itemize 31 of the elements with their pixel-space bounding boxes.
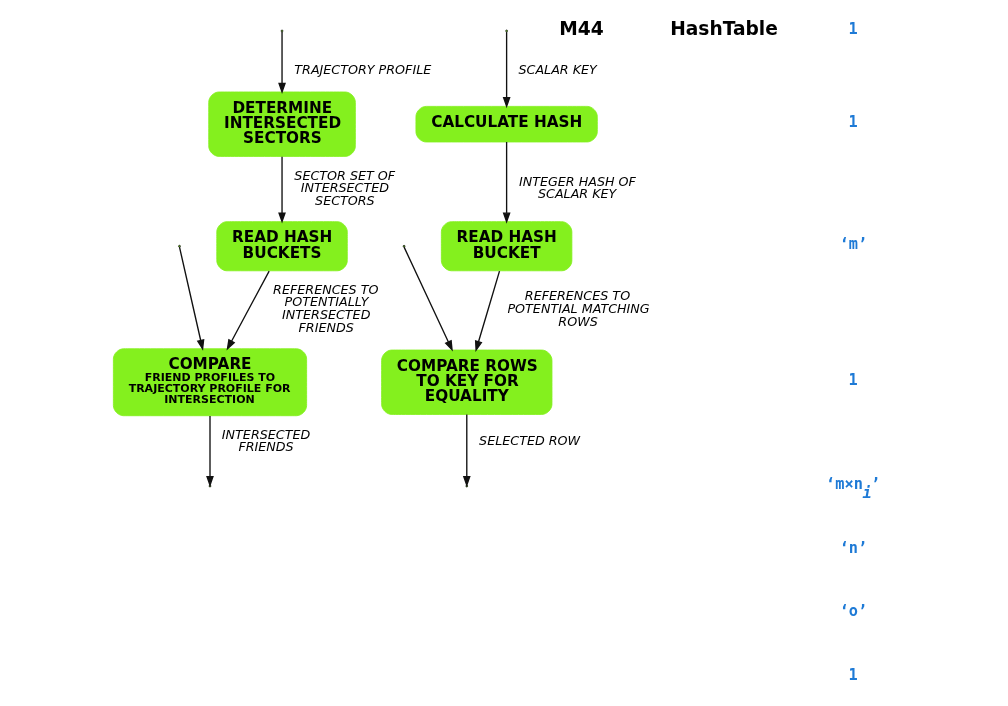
edge-label: INTEGER HASH OF SCALAR KEY: [518, 173, 636, 202]
edge-label: REFERENCES TO POTENTIAL MATCHING ROWS: [506, 288, 650, 329]
label: HashTable: [669, 17, 778, 39]
arrow: [462, 413, 471, 488]
arrow: [226, 270, 270, 351]
arrow: [178, 246, 204, 351]
node-box: COMPARE ROWS TO KEY FOR EQUALITY: [380, 349, 552, 415]
node-box: COMPARE FRIEND PROFILES TO TRAJECTORY PROFILE FOR INTERSECTION: [112, 348, 307, 417]
edge-label: SCALAR KEY: [517, 61, 597, 77]
arrow: [502, 141, 511, 224]
arrow: [502, 31, 511, 109]
label: 1: [848, 665, 858, 684]
edge-label: INTERSECTED FRIENDS: [221, 426, 310, 455]
label: 1: [848, 19, 858, 38]
node-box: READ HASH BUCKET: [440, 221, 572, 272]
node-box: CALCULATE HASH: [415, 105, 598, 143]
label: 1: [848, 371, 858, 390]
node-box: READ HASH BUCKETS: [215, 221, 348, 272]
edge-label: TRAJECTORY PROFILE: [293, 61, 431, 77]
label: ‘o’: [839, 602, 867, 621]
label: 1: [848, 113, 858, 132]
arrow: [277, 155, 286, 224]
label: M44: [558, 17, 604, 39]
edge-label: SELECTED ROW: [478, 432, 580, 448]
node-box: DETERMINE INTERSECTED SECTORS: [207, 91, 356, 157]
edge-label: SECTOR SET OF INTERSECTED SECTORS: [293, 167, 395, 209]
arrow: [474, 270, 500, 352]
label: ‘m’: [839, 235, 867, 254]
edge-label: REFERENCES TO POTENTIALLY INTERSECTED FRIENDS: [272, 281, 378, 335]
label: ‘n’: [839, 538, 867, 557]
arrow: [402, 246, 453, 352]
